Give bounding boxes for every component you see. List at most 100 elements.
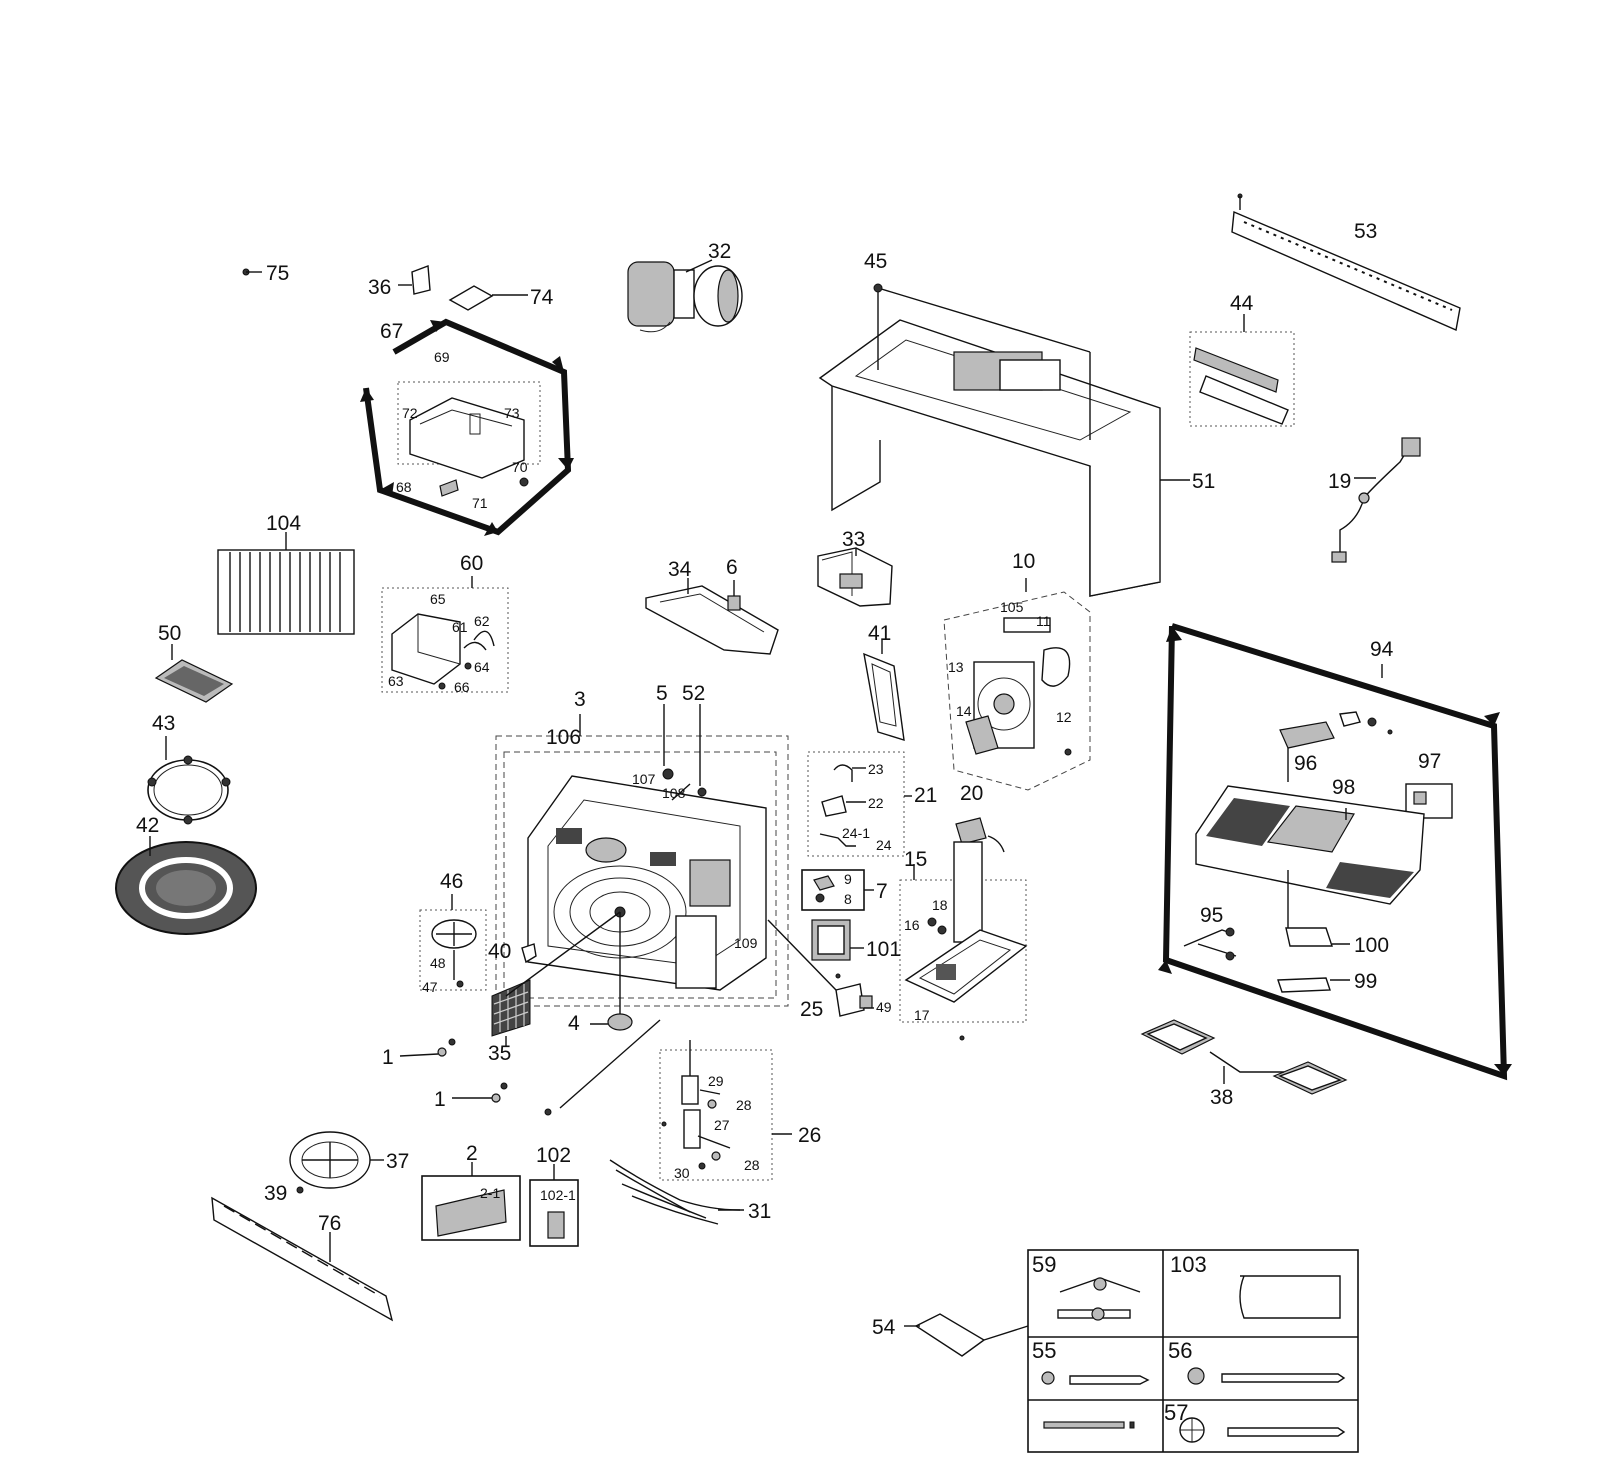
part-43-roller-ring: [147, 736, 231, 825]
label-15: 15: [904, 848, 927, 871]
part-41-waveguide: [863, 640, 905, 741]
part-96-lamp-housing: [1279, 711, 1393, 782]
label-99: 99: [1354, 970, 1377, 993]
label-102-1: 102-1: [540, 1187, 576, 1203]
label-33: 33: [842, 528, 865, 551]
part-74-plate: [448, 285, 528, 311]
part-95-hinges: [1183, 927, 1237, 961]
label-57: 57: [1164, 1400, 1188, 1425]
label-65: 65: [430, 591, 446, 607]
label-96: 96: [1294, 752, 1317, 775]
label-100: 100: [1354, 934, 1389, 957]
assembly-15-base: [899, 817, 1028, 1041]
part-40-clip: [521, 943, 537, 964]
label-5: 5: [656, 682, 668, 705]
label-2: 2: [466, 1142, 478, 1165]
label-62: 62: [474, 613, 490, 629]
label-2-1: 2-1: [480, 1185, 500, 1201]
label-68: 68: [396, 479, 412, 495]
label-45: 45: [864, 250, 887, 273]
part-76-door-handle: [211, 1196, 394, 1322]
label-30: 30: [674, 1165, 690, 1181]
part-1-screw-b: [452, 1082, 508, 1103]
label-50: 50: [158, 622, 181, 645]
label-76: 76: [318, 1212, 341, 1235]
label-59: 59: [1032, 1252, 1056, 1277]
label-34: 34: [668, 558, 692, 581]
label-26: 26: [798, 1124, 821, 1147]
label-14: 14: [956, 703, 972, 719]
label-36: 36: [368, 276, 391, 299]
label-1a: 1: [382, 1046, 394, 1069]
part-104-charcoal-grill: [217, 532, 355, 635]
label-64: 64: [474, 659, 490, 675]
label-20: 20: [960, 782, 983, 805]
assembly-26-switches: [659, 1040, 792, 1181]
label-37: 37: [386, 1150, 409, 1173]
part-44-grease-filter: [1189, 314, 1295, 427]
label-74: 74: [530, 286, 554, 309]
label-22: 22: [868, 795, 884, 811]
label-24: 24: [876, 837, 892, 853]
part-50-charcoal-filter: [154, 644, 234, 703]
part-54-hardware-bag: [904, 1313, 1029, 1357]
part-25-49-bracket: [767, 919, 874, 1017]
part-99-bracket: [1277, 977, 1350, 993]
label-6: 6: [726, 556, 738, 579]
label-19: 19: [1328, 470, 1351, 493]
label-32: 32: [708, 240, 731, 263]
part-5-screw: [662, 704, 674, 780]
part-101-transformer: [811, 919, 864, 961]
assembly-21-group: [807, 751, 912, 857]
label-31: 31: [748, 1200, 771, 1223]
label-61: 61: [452, 619, 468, 635]
label-39: 39: [264, 1182, 287, 1205]
part-42-glass-turntable: [115, 836, 257, 935]
label-12: 12: [1056, 709, 1072, 725]
label-71: 71: [472, 495, 488, 511]
label-7: 7: [876, 880, 888, 903]
part-51-outer-cabinet: [818, 283, 1190, 597]
part-labels: 75 36 74 67 69 72 73 70 68 71 32 45 53 4…: [136, 220, 1441, 1425]
label-9: 9: [844, 871, 852, 887]
label-63: 63: [388, 673, 404, 689]
label-72: 72: [402, 405, 418, 421]
label-40: 40: [488, 940, 511, 963]
label-51: 51: [1192, 470, 1215, 493]
label-11: 11: [1036, 613, 1051, 629]
label-47: 47: [422, 979, 438, 995]
label-29: 29: [708, 1073, 724, 1089]
part-75-screw: [242, 268, 262, 276]
part-37-turntable-support: [289, 1131, 384, 1189]
label-55: 55: [1032, 1338, 1056, 1363]
label-107: 107: [632, 771, 656, 787]
label-35: 35: [488, 1042, 511, 1065]
label-24-1: 24-1: [842, 825, 870, 841]
label-25: 25: [800, 998, 823, 1021]
label-69: 69: [434, 349, 450, 365]
label-4: 4: [568, 1012, 580, 1035]
part-102-board: [529, 1164, 579, 1247]
label-10: 10: [1012, 550, 1035, 573]
label-8: 8: [844, 891, 852, 907]
label-13: 13: [948, 659, 964, 675]
label-108: 108: [662, 785, 686, 801]
label-104: 104: [266, 512, 301, 535]
label-1b: 1: [434, 1088, 446, 1111]
label-60: 60: [460, 552, 483, 575]
label-18: 18: [932, 897, 948, 913]
label-46: 46: [440, 870, 463, 893]
label-106: 106: [546, 726, 581, 749]
part-34-control-bracket: [645, 578, 779, 655]
label-42: 42: [136, 814, 159, 837]
label-56: 56: [1168, 1338, 1192, 1363]
part-52-thermostat: [697, 704, 707, 797]
label-95: 95: [1200, 904, 1223, 927]
assembly-94-group-outline: [1158, 623, 1512, 1081]
label-66: 66: [454, 679, 470, 695]
label-21: 21: [914, 784, 937, 807]
assembly-7-box: [801, 869, 874, 911]
part-1-screw-a: [399, 1038, 456, 1057]
hardware-table: [1027, 1249, 1359, 1453]
label-16: 16: [904, 917, 920, 933]
